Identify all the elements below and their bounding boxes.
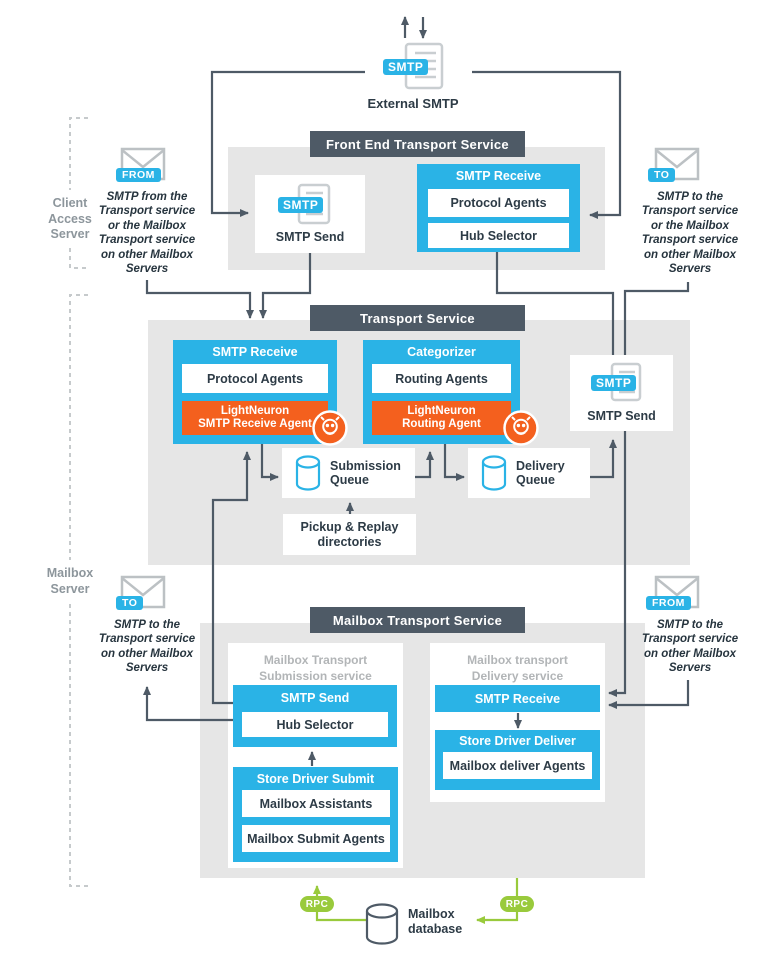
line-hub-selector-to-ts-send [495, 251, 615, 370]
ts-routing-agents: Routing Agents [372, 364, 511, 393]
store-driver-submit-title: Store Driver Submit [256, 772, 375, 786]
mailbox-deliver-agents: Mailbox deliver Agents [443, 752, 592, 779]
mbx-smtp-receive-box: SMTP Receive [435, 685, 600, 712]
envelope-from-icon: FROM [116, 147, 166, 186]
line-submission-send-to-ts-receive [211, 451, 251, 705]
line-to-rail-to-delivery-receive [608, 282, 690, 697]
mbx-smtp-send-title: SMTP Send [280, 691, 350, 705]
smtp-to-mid-annotation: SMTP to the Transport service on other M… [98, 619, 196, 675]
envelope-to-mid-icon: TO [116, 575, 166, 614]
fe-smtp-send-label: SMTP Send [275, 230, 345, 244]
malware-icon [502, 409, 540, 452]
smtp-badge: SMTP [278, 197, 324, 213]
store-driver-submit-box: Store Driver Submit Mailbox Assistants M… [233, 767, 398, 862]
fe-protocol-agents: Protocol Agents [428, 189, 569, 217]
mailbox-database-label: Mailbox database [408, 907, 463, 936]
mailbox-delivery-title: Mailbox transport Delivery service [467, 653, 568, 683]
mbx-smtp-receive-title: SMTP Receive [474, 691, 561, 706]
ts-smtp-receive-title: SMTP Receive [212, 345, 298, 359]
pickup-replay-box: Pickup & Replay directories [283, 514, 416, 555]
smtp-document-icon: SMTP [278, 183, 331, 230]
to-badge: TO [648, 168, 676, 182]
smtp-badge: SMTP [383, 59, 429, 75]
database-cylinder-icon [364, 901, 400, 954]
ts-categorizer-title: Categorizer [407, 345, 476, 359]
line-delivery-queue-to-ts-send [590, 439, 617, 479]
ts-smtp-send-label: SMTP Send [587, 409, 656, 423]
fe-hub-selector: Hub Selector [428, 223, 569, 248]
line-external-to-fe-send [210, 70, 365, 217]
store-driver-deliver-box: Store Driver Deliver Mailbox deliver Age… [435, 730, 600, 790]
submission-queue-box: Submission Queue [282, 448, 415, 498]
line-rpc-deliver-to-database [476, 878, 519, 924]
line-submission-send-to-to-rail [143, 686, 233, 722]
lightneuron-routing-agent: LightNeuron Routing Agent [372, 401, 511, 435]
smtp-badge: SMTP [591, 375, 637, 391]
mailbox-assistants: Mailbox Assistants [242, 790, 390, 817]
client-access-server-label: Client Access Server [48, 196, 92, 242]
external-smtp-label: External SMTP [367, 96, 459, 111]
envelope-to-icon: TO [648, 147, 700, 186]
mailbox-server-label: Mailbox Server [46, 566, 94, 596]
queue-cylinder-icon [481, 455, 507, 491]
queue-cylinder-icon [295, 455, 321, 491]
envelope-from-mid-icon: FROM [646, 575, 700, 614]
to-badge: TO [116, 596, 144, 610]
smtp-from-annotation: SMTP from the Transport service or the M… [98, 191, 196, 275]
rpc-badge: RPC [500, 896, 534, 912]
transport-header: Transport Service [310, 305, 525, 331]
ts-smtp-receive-box: SMTP Receive Protocol Agents LightNeuron… [173, 340, 337, 444]
line-fe-send-to-ts-receive [259, 253, 312, 319]
smtp-document-icon: SMTP [591, 362, 642, 407]
ts-protocol-agents: Protocol Agents [182, 364, 328, 393]
delivery-queue-box: Delivery Queue [468, 448, 590, 498]
mailbox-submission-title: Mailbox Transport Submission service [259, 653, 372, 683]
external-smtp-document-icon: SMTP [383, 42, 444, 95]
delivery-queue-label: Delivery Queue [516, 458, 565, 487]
mailbox-header: Mailbox Transport Service [310, 607, 525, 633]
rpc-badge: RPC [300, 896, 334, 912]
line-from-rail-to-delivery-receive [608, 680, 690, 709]
line-from-rail-to-ts-receive [145, 280, 254, 319]
mbx-smtp-send-box: SMTP Send Hub Selector [233, 685, 397, 747]
line-categorizer-to-delivery-queue [443, 444, 465, 481]
fe-smtp-receive-title: SMTP Receive [455, 169, 542, 183]
lightneuron-smtp-receive-agent: LightNeuron SMTP Receive Agent [182, 401, 328, 435]
bracket-mailbox-server [69, 294, 88, 887]
line-agent-to-submission-queue [260, 444, 279, 481]
submission-queue-label: Submission Queue [330, 458, 401, 487]
smtp-to-annotation: SMTP to the Transport service or the Mai… [641, 191, 739, 275]
fe-smtp-send-box: SMTP SMTP Send [255, 175, 365, 253]
smtp-from-mid-annotation: SMTP to the Transport service on other M… [641, 619, 739, 675]
ts-smtp-send-box: SMTP SMTP Send [570, 355, 673, 431]
line-submission-queue-to-categorizer [415, 451, 434, 479]
store-driver-deliver-title: Store Driver Deliver [459, 734, 576, 748]
mailbox-submit-agents: Mailbox Submit Agents [242, 825, 390, 852]
front-end-header: Front End Transport Service [310, 131, 525, 157]
ts-categorizer-box: Categorizer Routing Agents LightNeuron R… [363, 340, 520, 444]
bracket-client-access [69, 117, 88, 269]
line-external-to-fe-receive [472, 70, 622, 219]
from-badge: FROM [646, 596, 691, 610]
fe-smtp-receive-box: SMTP Receive Protocol Agents Hub Selecto… [417, 164, 580, 252]
from-badge: FROM [116, 168, 161, 182]
pickup-replay-label: Pickup & Replay directories [300, 520, 399, 549]
malware-icon [311, 409, 349, 452]
mbx-hub-selector: Hub Selector [242, 712, 388, 737]
